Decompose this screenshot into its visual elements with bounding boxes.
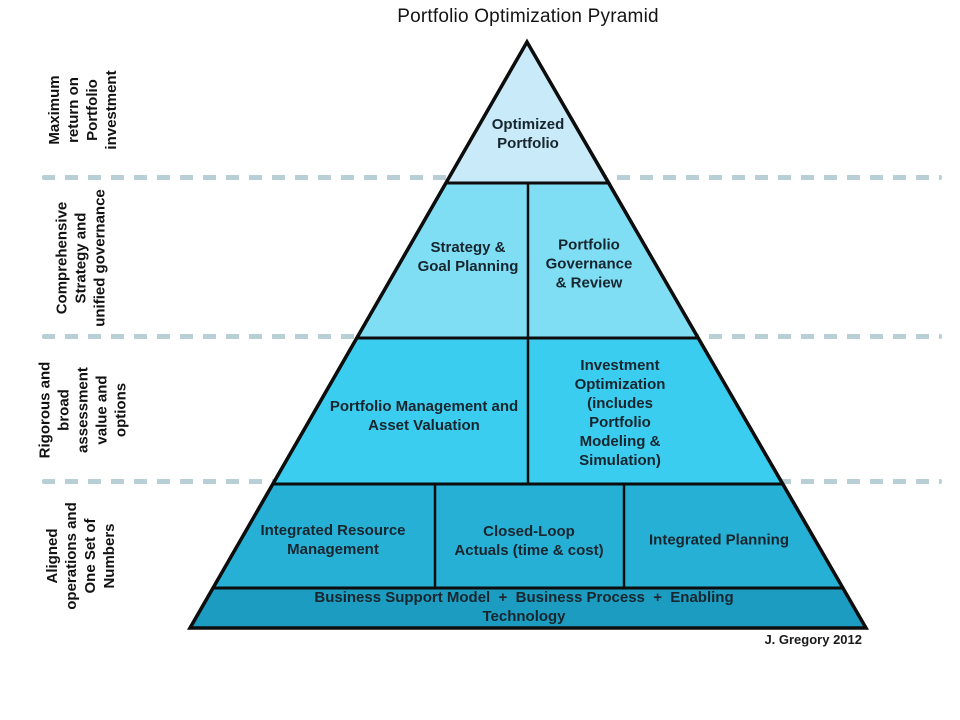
- tier-2-cell-portfolio-governance-review: Portfolio Governance & Review: [545, 236, 633, 292]
- tier-3-cell-portfolio-management-asset-valuation: Portfolio Management and Asset Valuation: [329, 398, 519, 434]
- tier-1-cell-optimized-portfolio: Optimized Portfolio: [491, 116, 565, 152]
- side-label-comprehensive-strategy: Comprehensive Strategy and unified gover…: [53, 189, 109, 327]
- pyramid-tier-1-shape: [443, 39, 612, 185]
- attribution-credit: J. Gregory 2012: [764, 632, 862, 647]
- tier-2-cell-strategy-goal-planning: Strategy & Goal Planning: [417, 239, 519, 275]
- tier-4-cell-integrated-planning: Integrated Planning: [648, 531, 790, 549]
- side-label-aligned-operations: Aligned operations and One Set of Number…: [44, 502, 118, 610]
- page-title: Portfolio Optimization Pyramid: [397, 6, 659, 27]
- tier-5-cell-business-foundation: Business Support Model + Business Proces…: [314, 589, 738, 625]
- tier-4-cell-integrated-resource-management: Integrated Resource Management: [260, 522, 406, 558]
- tier-4-cell-closed-loop-actuals: Closed-Loop Actuals (time & cost): [454, 523, 604, 559]
- pyramid-outline: [186, 38, 870, 630]
- tier-3-cell-investment-optimization: Investment Optimization (includes Portfo…: [574, 357, 666, 469]
- side-label-maximum-return: Maximum return on Portfolio investment: [46, 70, 120, 150]
- side-label-rigorous-assessment: Rigorous and broad assessment value and …: [36, 361, 130, 459]
